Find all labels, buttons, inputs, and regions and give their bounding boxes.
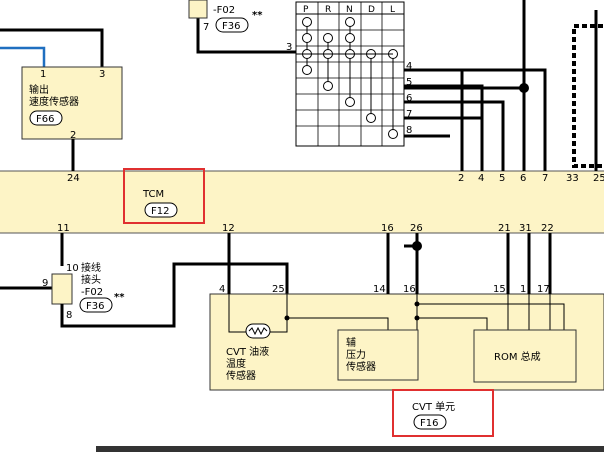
junction-mark: ** [114,292,125,303]
cvt-pin: 16 [403,284,416,295]
shift-right-pin: 4 [406,61,412,72]
aux-pressure-sensor-line3: 传感器 [346,360,376,373]
junction-connector-badge [79,297,113,313]
junction-pin: 8 [66,310,72,321]
tcm-pin-label: 16 [381,223,394,234]
wire [0,28,104,67]
tcm-pin-label: 7 [542,173,548,184]
junction-label-line2: 接头 [81,273,101,286]
shift-left-pin: 3 [286,42,292,53]
splice-node [412,241,422,251]
shift-header: N [346,5,353,15]
shift-right-pin: 8 [406,125,412,136]
speed-sensor-label-line1: 输出 [29,83,49,96]
aux-pressure-sensor-line2: 压力 [346,348,366,361]
rom-assembly [473,329,577,383]
rom-label: ROM 总成 [494,350,541,363]
tcm-pin-label: 6 [520,173,526,184]
tcm-pin-label: 21 [498,223,511,234]
junction-label-line1: 接线 [81,261,101,274]
fluid-temp-sensor-line1: CVT 油液 [226,345,269,358]
top-connector-body [188,0,208,19]
sensor-pin-label: 3 [99,69,105,80]
fluid-temp-sensor-line3: 传感器 [226,369,256,382]
tcm-pin-label: 24 [67,173,80,184]
cvt-pin: 15 [493,284,506,295]
output-speed-sensor [21,66,123,140]
tcm-pin-label: 22 [541,223,554,234]
tcm-pin-label: 25 [593,173,604,184]
tcm-connector: F12 [151,206,169,217]
tcm-pin-label: 4 [478,173,484,184]
top-connector-mark: ** [252,10,263,21]
top-connector-id: F36 [222,21,240,32]
shift-header: R [325,5,331,15]
cvt-pin: 17 [537,284,550,295]
tcm-pin-label: 11 [57,223,70,234]
tcm-pin-label: 5 [499,173,505,184]
junction-dot [284,315,290,321]
sensor-pin-label: 1 [40,69,46,80]
cvt-pin: 14 [373,284,386,295]
aux-pressure-sensor [337,329,419,381]
junction-pin: 10 [66,263,79,274]
junction-pin: 9 [42,278,48,289]
top-connector-pin: 7 [203,22,209,33]
shift-header: P [303,5,309,15]
junction-dot [414,315,420,321]
dashed-component [572,24,604,168]
cvt-connector: F16 [420,418,438,429]
shift-header: D [368,5,375,15]
cvt-internal-wiring [228,294,565,333]
aux-pressure-sensor-line1: 辅 [346,336,356,349]
cvt-highlight [392,389,494,437]
tcm-pin-label: 26 [410,223,423,234]
cvt-pin: 4 [219,284,225,295]
cvt-pin: 1 [520,284,526,295]
top-connector-partial: -F02 [213,5,235,16]
fluid-temp-sensor-line2: 温度 [226,357,246,370]
shift-right-pin: 5 [406,77,412,88]
tcm-pin-label: 2 [458,173,464,184]
cvt-connector-badge [413,414,447,430]
cvt-pin: 25 [272,284,285,295]
tcm-highlight [123,168,205,224]
top-connector-badge [215,17,249,33]
tcm-pin-label: 31 [519,223,532,234]
junction-connector-body [51,273,73,305]
sensor-pin-label: 2 [70,130,76,141]
speed-sensor-connector-badge [29,110,63,126]
cvt-unit-title: CVT 单元 [412,401,455,413]
tcm-title: TCM [142,189,164,200]
tcm-module [0,170,604,234]
junction-label-line3: -F02 [81,287,103,298]
bottom-bar [96,446,604,452]
splice-node [519,83,529,93]
shift-contact-links [296,26,394,130]
blue-wire [0,46,46,67]
tcm-pin-label: 33 [566,173,579,184]
speed-sensor-label-line2: 速度传感器 [29,95,79,108]
shift-right-pin: 7 [406,109,412,120]
shift-right-pin: 6 [406,93,412,104]
shift-header: L [390,5,395,15]
junction-connector: F36 [86,301,104,312]
tcm-connector-badge [144,202,178,218]
tcm-pin-label: 12 [222,223,235,234]
speed-sensor-connector: F66 [36,114,54,125]
junction-dot [414,301,420,307]
wire [60,262,289,328]
